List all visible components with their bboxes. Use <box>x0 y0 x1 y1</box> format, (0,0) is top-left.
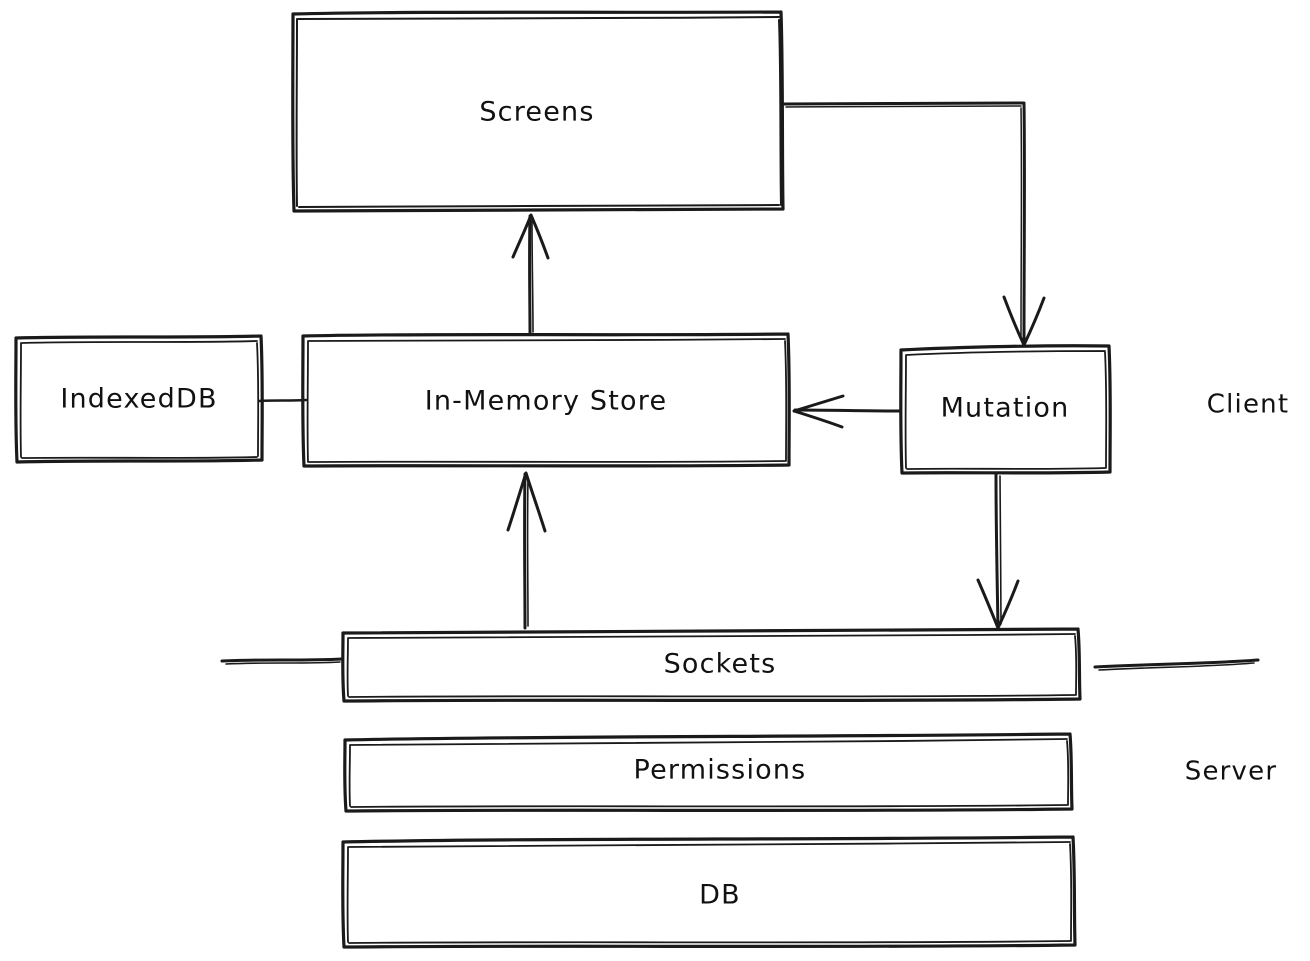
mutation-store-shaft <box>793 408 901 413</box>
screens-label: Screens <box>479 97 594 128</box>
screens-box-fill <box>293 13 783 210</box>
store-box-fill <box>303 335 789 465</box>
node-sockets[interactable]: Sockets <box>341 627 1082 703</box>
indexeddb-box-outline-1 <box>14 334 264 464</box>
mutation-sockets-shaft-2 <box>999 475 1002 625</box>
zone-label-server: Server <box>1185 757 1277 787</box>
divider-left-line <box>220 657 344 663</box>
screens-mutation-shaft <box>782 101 1026 342</box>
mutation-label: Mutation <box>941 393 1070 424</box>
node-indexeddb[interactable]: IndexedDB <box>14 334 264 464</box>
store-box-outline-2 <box>306 338 788 463</box>
screens-mutation-shaft-2 <box>785 105 1023 337</box>
edge-sockets-to-store <box>506 471 547 630</box>
db-box-outline-1 <box>341 835 1077 949</box>
mutation-sockets-shaft <box>994 472 1000 628</box>
screens-box-outline-1 <box>291 10 785 213</box>
divider-right-line <box>1093 658 1260 669</box>
permissions-box-fill <box>345 735 1072 810</box>
sockets-box-outline-2 <box>346 633 1078 698</box>
mutation-store-arrowhead <box>792 394 845 429</box>
screens-box-outline-2 <box>295 16 782 208</box>
sockets-box-outline-1 <box>341 627 1082 703</box>
permissions-box-outline-2 <box>348 738 1070 808</box>
node-mutation[interactable]: Mutation <box>899 344 1112 475</box>
edge-screens-to-mutation <box>782 101 1046 347</box>
node-screens[interactable]: Screens <box>291 10 785 213</box>
sockets-label: Sockets <box>664 649 777 680</box>
node-in-memory-store[interactable]: In-Memory Store <box>301 332 791 468</box>
edge-indexeddb-to-store <box>257 398 308 403</box>
divider-right-line-2 <box>1098 662 1255 671</box>
sockets-box-fill <box>343 630 1080 700</box>
edge-mutation-to-store <box>792 394 901 429</box>
divider-left-line-2 <box>225 661 341 665</box>
store-screens-shaft-2 <box>531 219 534 333</box>
sockets-store-arrowhead <box>506 471 547 533</box>
mutation-box-fill <box>901 346 1110 472</box>
store-label: In-Memory Store <box>425 386 668 417</box>
zone-label-client: Client <box>1207 390 1289 420</box>
indexeddb-box-fill <box>16 337 262 461</box>
permissions-box-outline-1 <box>343 732 1074 813</box>
mutation-sockets-arrowhead <box>976 578 1020 630</box>
edge-mutation-to-sockets <box>976 472 1020 630</box>
permissions-label: Permissions <box>634 755 807 786</box>
store-box-outline-1 <box>301 332 791 468</box>
node-permissions[interactable]: Permissions <box>343 732 1074 813</box>
screens-mutation-arrowhead <box>1002 295 1046 347</box>
indexeddb-label: IndexedDB <box>60 384 217 415</box>
edge-store-to-screens <box>511 213 550 336</box>
mutation-box-outline-2 <box>904 350 1108 470</box>
node-db[interactable]: DB <box>341 835 1077 949</box>
zone-dividers <box>220 657 1260 671</box>
store-screens-arrowhead <box>511 213 550 260</box>
db-label: DB <box>699 880 741 911</box>
db-box-outline-2 <box>346 841 1073 944</box>
mutation-box-outline-1 <box>899 344 1112 475</box>
db-box-fill <box>343 838 1075 946</box>
indexeddb-store-connector <box>257 398 308 403</box>
